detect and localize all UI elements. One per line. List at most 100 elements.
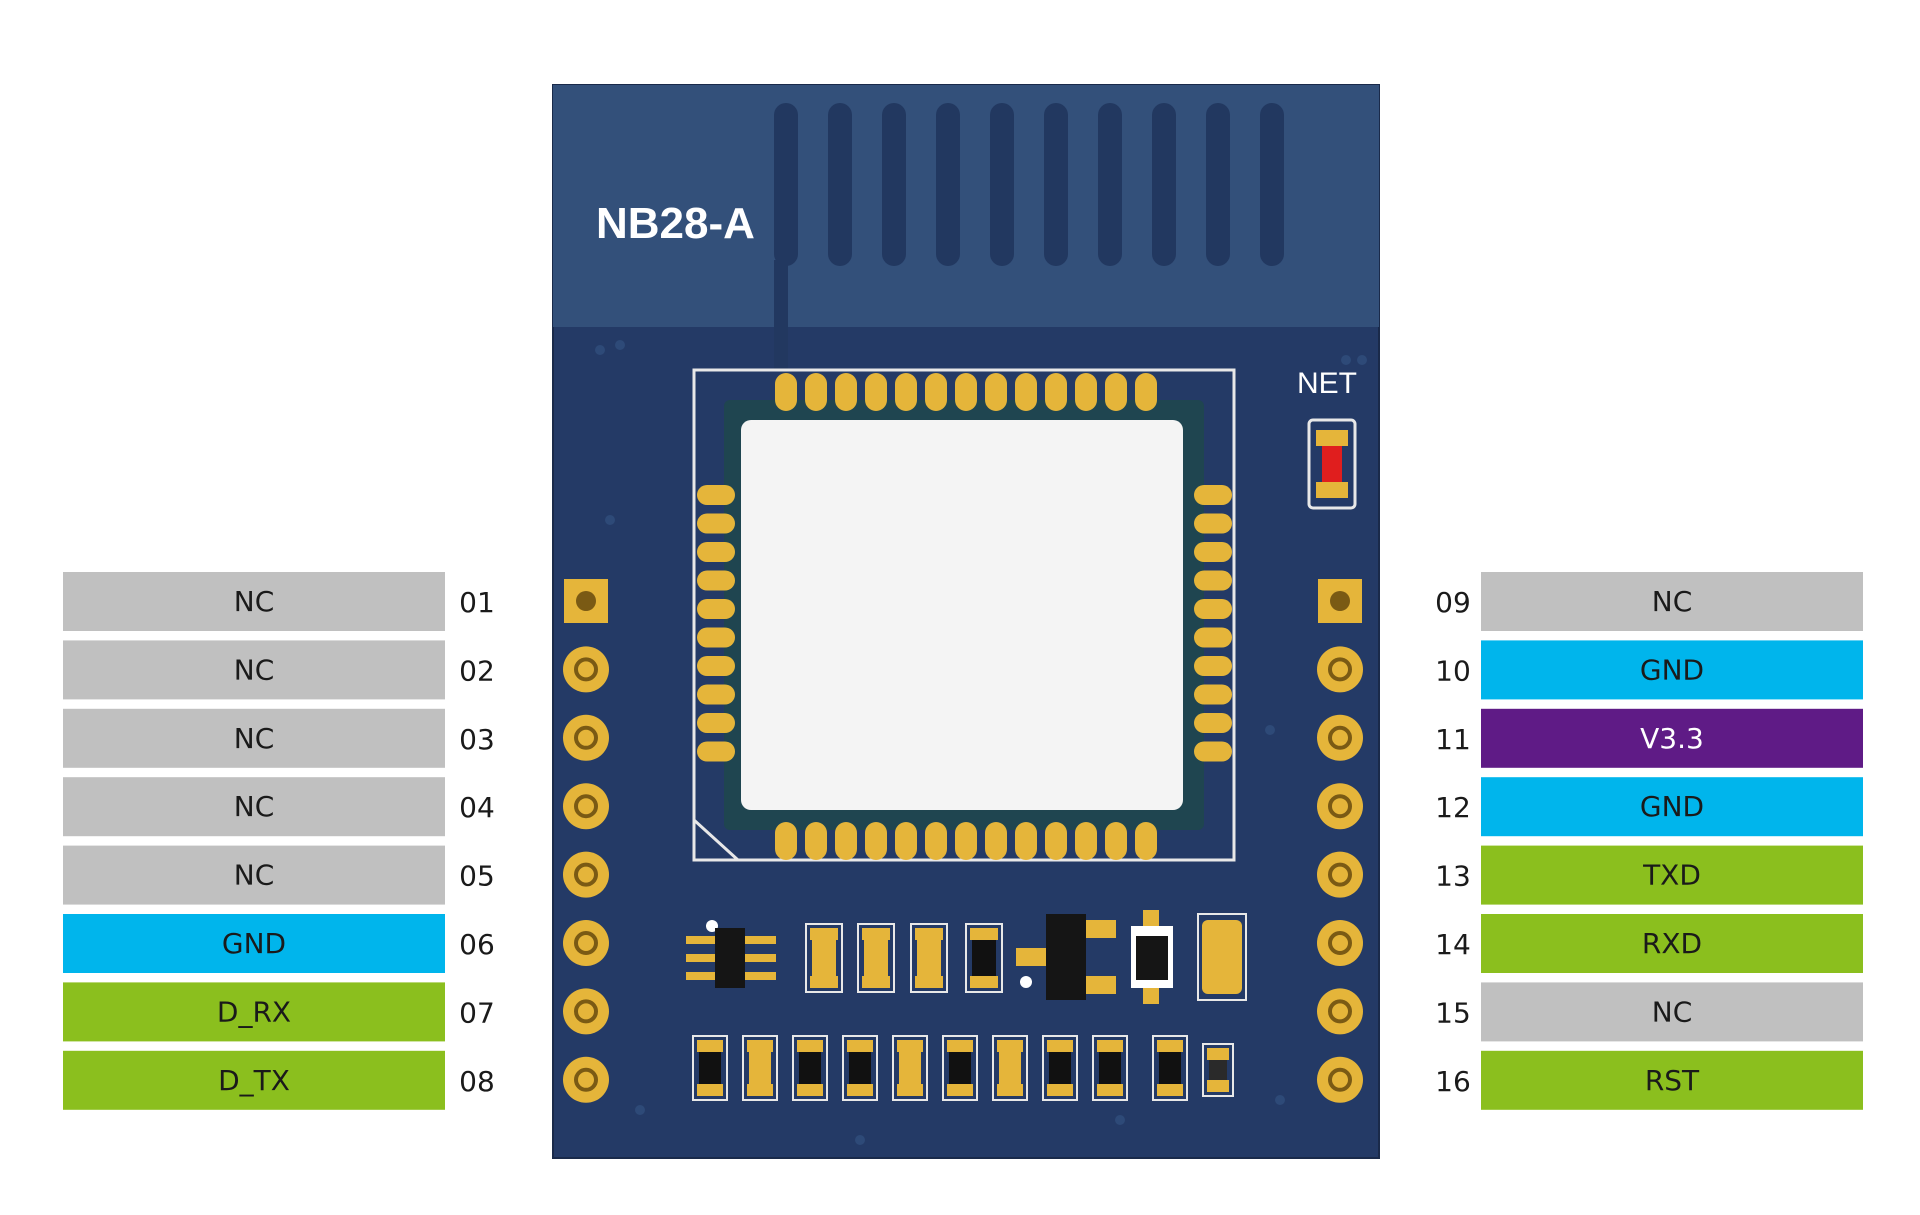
- pin-name-box: [63, 708, 445, 768]
- smd-part: [742, 1035, 778, 1101]
- smd-outline: [692, 1035, 728, 1101]
- header-pad-hole: [1328, 862, 1352, 887]
- voltage-regulator: [1016, 914, 1116, 1000]
- antenna-trace: [1206, 103, 1230, 266]
- via: [1341, 355, 1351, 365]
- smd-part: [792, 1035, 828, 1101]
- pin-name: NC: [234, 859, 275, 892]
- via: [1115, 1115, 1125, 1125]
- chip-pad-left: [697, 684, 735, 705]
- smd-body: [949, 1052, 971, 1084]
- chip-pad-top: [1135, 373, 1157, 411]
- chip-pad-left: [697, 627, 735, 648]
- reg-body: [1046, 914, 1086, 1000]
- via: [615, 340, 625, 350]
- smd-terminal: [862, 976, 890, 988]
- pin-name: NC: [234, 790, 275, 823]
- chip-pad-left: [697, 542, 735, 562]
- pin-number: 09: [1435, 586, 1471, 619]
- led-outline: [1307, 418, 1357, 510]
- smd-outline: [910, 923, 948, 993]
- smd-body: [1049, 1052, 1071, 1084]
- chip-pad-bottom: [865, 822, 887, 860]
- smd-body: [849, 1052, 871, 1084]
- pin-number: 12: [1435, 791, 1471, 824]
- smd-outline: [1042, 1035, 1078, 1101]
- pin-number: 16: [1435, 1065, 1471, 1098]
- header-pad: [563, 714, 609, 761]
- pin-name-box: [1481, 640, 1863, 700]
- smd-body: [999, 1052, 1021, 1084]
- smd-outline: [742, 1035, 778, 1101]
- led-pad-top: [1316, 430, 1348, 446]
- pin-name: RST: [1645, 1064, 1700, 1097]
- smd-part: [842, 1035, 878, 1101]
- pin-number: 04: [459, 791, 495, 824]
- smd-terminal: [697, 1084, 723, 1096]
- pin-name-box: [63, 914, 445, 973]
- header-pad: [563, 920, 609, 966]
- chip-pad-top: [775, 373, 797, 411]
- chip-pad-bottom: [925, 822, 947, 860]
- chip-pad-top: [1015, 373, 1037, 411]
- smd-terminal: [915, 928, 943, 940]
- chip-pad-bottom: [1015, 822, 1037, 860]
- chip-pad-right: [1194, 513, 1232, 534]
- smd-terminal: [1097, 1084, 1123, 1096]
- via: [1275, 1095, 1285, 1105]
- smd-terminal: [915, 976, 943, 988]
- smd-outline: [892, 1035, 928, 1101]
- antenna-feed: [774, 260, 788, 370]
- smd-terminal: [970, 928, 998, 940]
- diode-terminal: [1143, 910, 1159, 928]
- antenna-trace: [1044, 103, 1068, 266]
- smd-terminal: [1157, 1084, 1183, 1096]
- smd-terminal: [810, 928, 838, 940]
- chip-pad-right: [1194, 627, 1232, 648]
- smd-terminal: [1047, 1084, 1073, 1096]
- header-pad: [563, 646, 609, 693]
- net-led-label: NET: [1297, 367, 1357, 400]
- header-pad-hole: [1328, 931, 1352, 955]
- smd-terminal: [997, 1040, 1023, 1052]
- header-pad: [1317, 714, 1363, 761]
- smd-body: [749, 1052, 771, 1084]
- cap-body: [1202, 920, 1242, 994]
- header-pad-hole: [1328, 725, 1352, 750]
- chip-pad-top: [865, 373, 887, 411]
- chip-pad-bottom: [1045, 822, 1067, 860]
- smd-terminal: [1047, 1040, 1073, 1052]
- pin-number: 15: [1435, 996, 1471, 1029]
- smd-body: [699, 1052, 721, 1084]
- pin-number: 08: [459, 1065, 495, 1098]
- smd-outline: [842, 1035, 878, 1101]
- board-vias: [595, 340, 1367, 1145]
- antenna-trace: [990, 103, 1014, 266]
- chip-pad-bottom: [1135, 822, 1157, 860]
- chip-pad-top: [925, 373, 947, 411]
- chip-pad-bottom: [805, 822, 827, 860]
- chip-pad-top: [835, 373, 857, 411]
- chip-pad-left: [697, 741, 735, 762]
- smd-terminal: [1207, 1048, 1229, 1060]
- header-pad: [563, 783, 609, 830]
- smd-outline: [1202, 1043, 1234, 1097]
- pin-number: 05: [459, 860, 495, 893]
- antenna-trace: [774, 103, 798, 266]
- smd-outline: [992, 1035, 1028, 1101]
- reg-lead: [1016, 948, 1046, 966]
- rf-chip: [692, 368, 1236, 862]
- chip-pad-bottom: [835, 822, 857, 860]
- smd-terminal: [897, 1084, 923, 1096]
- smd-terminal: [1207, 1080, 1229, 1092]
- header-pad: [1317, 646, 1363, 693]
- smd-terminal: [947, 1084, 973, 1096]
- diode-terminal: [1143, 986, 1159, 1004]
- pin-name-box: [63, 845, 445, 905]
- pin-number: 03: [459, 723, 495, 756]
